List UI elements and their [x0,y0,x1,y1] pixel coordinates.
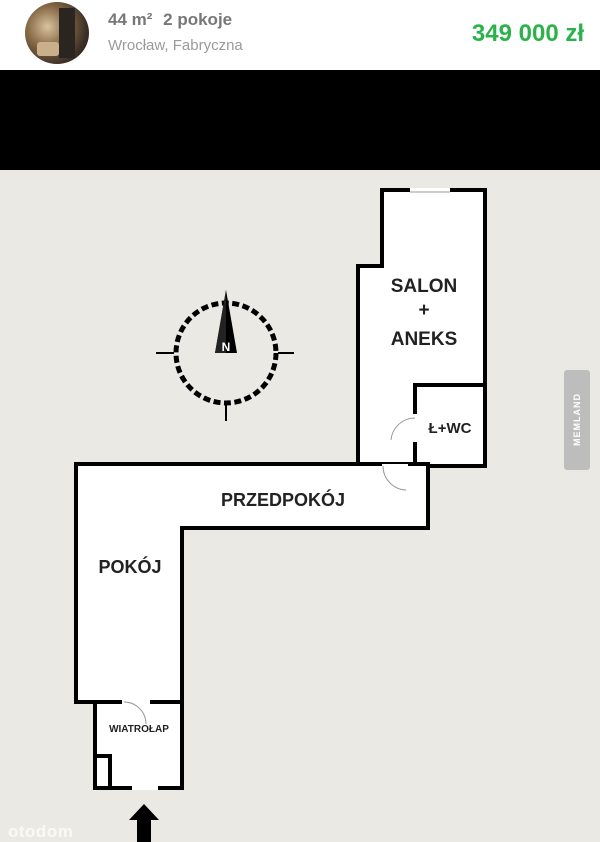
black-band [0,70,600,170]
room-label-plus: + [418,300,429,321]
entrance-arrow-icon [129,804,159,842]
listing-meta: 44 m² 2 pokoje Wrocław, Fabryczna [108,10,243,54]
room-label-wiatrolap: WIATROŁAP [109,724,169,735]
listing-thumbnail[interactable] [25,2,89,64]
compass-letter: N [222,340,231,354]
otodom-watermark: otodom [8,822,74,841]
floor-plan-walls [74,188,487,790]
room-label-wc: Ł+WC [429,420,472,437]
listing-area: 44 m² [108,10,153,29]
room-label-salon: SALON [391,276,458,297]
memland-watermark: MEMLAND [564,370,590,470]
listing-location: Wrocław, Fabryczna [108,37,243,54]
room-label-pokoj: POKÓJ [98,556,161,577]
listing-header[interactable]: 44 m² 2 pokoje Wrocław, Fabryczna 349 00… [0,0,600,70]
listing-rooms: 2 pokoje [163,10,233,29]
listing-summary: 44 m² 2 pokoje [108,10,243,30]
room-label-aneks: ANEKS [391,329,458,350]
listing-price: 349 000 zł [471,20,584,47]
floor-plan: N SALON + ANEKS Ł+WC PRZEDPOKÓJ POKÓJ WI… [0,170,600,842]
thumbnail-detail [59,8,75,58]
thumbnail-detail [37,42,59,56]
room-label-przedpokoj: PRZEDPOKÓJ [221,489,345,510]
memland-watermark-text: MEMLAND [572,393,582,447]
compass-icon: N [156,290,294,421]
